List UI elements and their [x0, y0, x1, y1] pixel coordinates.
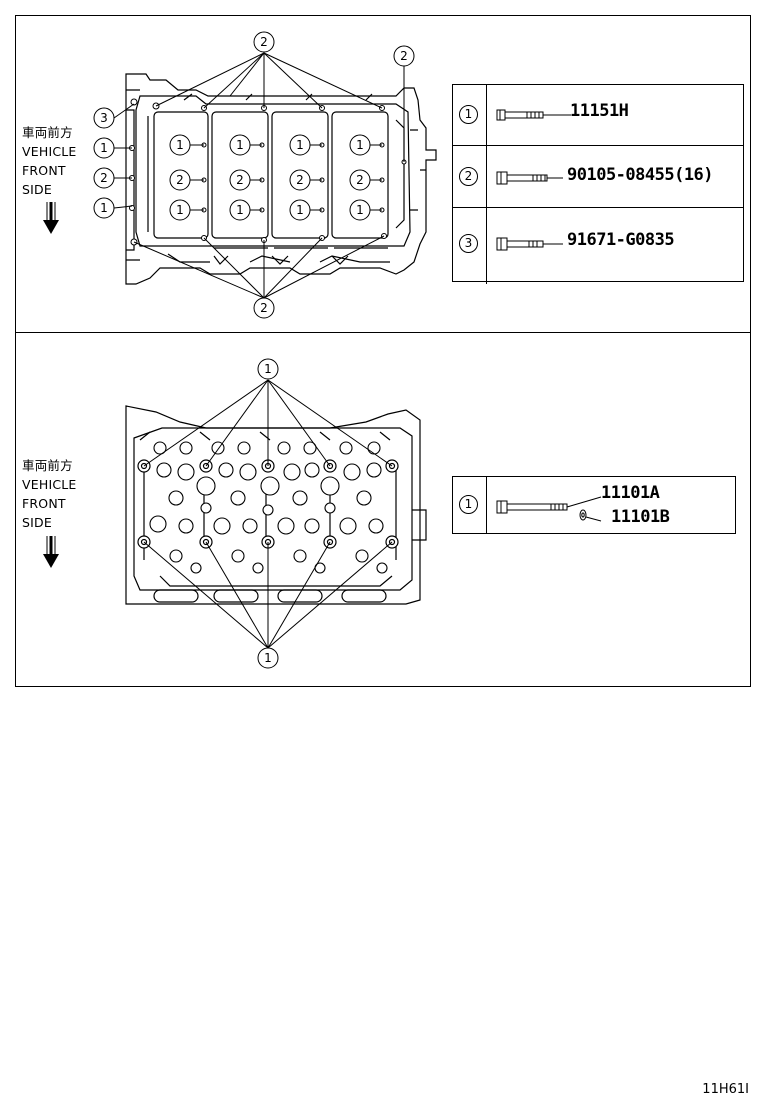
part-number-head-a: 11101A [601, 483, 660, 503]
callout-bay3-r1: 1 [296, 138, 304, 152]
callout-upper-2: 2 [260, 35, 268, 49]
cylinder-head-panel [15, 332, 751, 687]
front-direction-arrow-icon [43, 202, 59, 234]
head-bolt-washer-icon [496, 496, 602, 522]
direction-note-line1-2: VEHICLE [22, 477, 77, 492]
bolt-11151h-icon [496, 109, 571, 121]
part-index-3: 3 [459, 234, 478, 253]
cylinder-head-drawing: 1 1 [125, 358, 427, 669]
callout-left-1b: 1 [100, 201, 108, 215]
bolt-91671-icon [496, 237, 563, 251]
callout-bay1-r3: 1 [176, 203, 184, 217]
vehicle-front-side-note: 車両前方 VEHICLE FRONT SIDE [22, 123, 77, 199]
callout-bay3-r2: 2 [296, 173, 304, 187]
callout-bay4-r1: 1 [356, 138, 364, 152]
part-row-3[interactable]: 3 91671-G0835 [453, 207, 743, 284]
part-row-2[interactable]: 2 90105-08455(16) [453, 145, 743, 208]
direction-note-line1: VEHICLE [22, 144, 77, 159]
callout-bay2-r1: 1 [236, 138, 244, 152]
callout-bay1-r2: 2 [176, 173, 184, 187]
part-row-1[interactable]: 1 11151H [453, 85, 743, 145]
callout-bay4-r3: 1 [356, 203, 364, 217]
part-number-2: 90105-08455(16) [567, 165, 714, 185]
callout-bay2-r2: 2 [236, 173, 244, 187]
part-number-head-b: 11101B [611, 507, 670, 527]
callout-bay4-r2: 2 [356, 173, 364, 187]
callout-head-upper-1: 1 [264, 362, 272, 376]
bolt-90105-icon [496, 171, 563, 185]
part-number-1: 11151H [570, 101, 629, 121]
bottom-parts-table: 1 11101A 11101B [452, 476, 736, 534]
callout-left-1a: 1 [100, 141, 108, 155]
part-row-head-bolt[interactable]: 1 11101A 11101B [453, 477, 735, 533]
vehicle-front-side-note-2: 車両前方 VEHICLE FRONT SIDE [22, 456, 77, 532]
front-direction-arrow-icon-2 [43, 536, 59, 568]
direction-note-line3-2: SIDE [22, 515, 52, 530]
part-index-1: 1 [459, 105, 478, 124]
callout-bay3-r3: 1 [296, 203, 304, 217]
part-index-head-1: 1 [459, 495, 478, 514]
direction-note-line3: SIDE [22, 182, 52, 197]
callout-head-lower-1: 1 [264, 651, 272, 665]
part-index-2: 2 [459, 167, 478, 186]
top-parts-table: 1 11151H 2 90105-08455(16) 3 [452, 84, 744, 284]
direction-note-line2-2: FRONT [22, 496, 66, 511]
callout-left-2: 2 [100, 171, 108, 185]
direction-note-line2: FRONT [22, 163, 66, 178]
direction-note-jp: 車両前方 [22, 125, 73, 140]
part-number-3: 91671-G0835 [567, 230, 675, 250]
callout-bay2-r3: 1 [236, 203, 244, 217]
callout-right-2: 2 [400, 49, 408, 63]
camshaft-housing-drawing: 2 2 2 3 1 2 1 1 2 1 1 2 1 1 2 1 1 2 1 [93, 31, 437, 319]
callout-left-3: 3 [100, 111, 108, 125]
callout-bay1-r1: 1 [176, 138, 184, 152]
callout-lower-2: 2 [260, 301, 268, 315]
diagram-code: 11H61I [702, 1082, 749, 1097]
direction-note-jp-2: 車両前方 [22, 458, 73, 473]
